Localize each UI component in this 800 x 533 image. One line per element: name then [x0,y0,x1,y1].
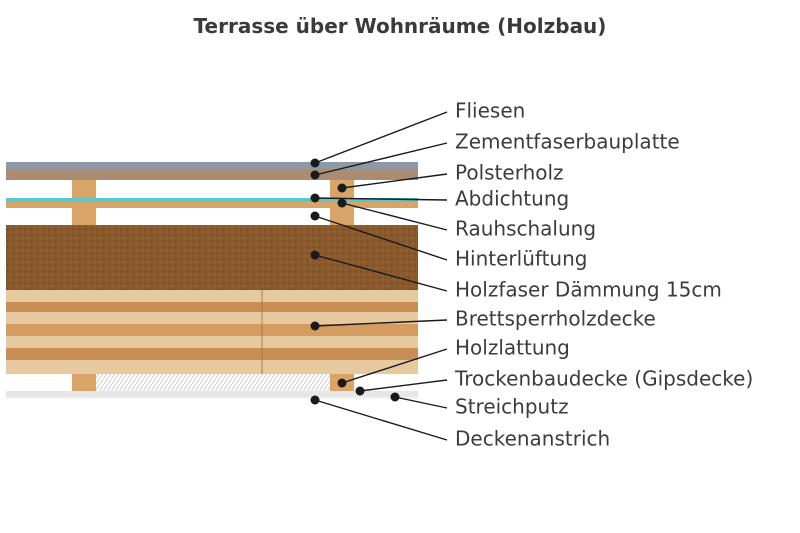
layer-wood-fiber-insulation [6,225,418,290]
leader-line [314,215,448,261]
callout-dot [310,211,320,221]
layer-membrane [6,198,418,202]
layer-label: Streichputz [455,395,569,419]
callout-dot [310,158,320,168]
callouts: FliesenZementfaserbauplattePolsterholzAb… [310,99,753,451]
layer-drywall-ceiling [6,391,418,397]
layer-clt-6 [6,348,418,360]
layer-label: Hinterlüftung [455,247,587,271]
layer-clt-4 [6,324,418,336]
layer-clt-7 [6,360,418,374]
callout-dot [310,170,320,180]
layer-vent-batten-right [330,208,354,225]
leader-line [314,197,448,201]
callout-dot [337,378,347,388]
layer-label: Trockenbaudecke (Gipsdecke) [454,367,753,391]
layer-plaster [6,397,418,399]
leader-line [341,348,448,384]
layer-label: Holzfaser Dämmung 15cm [455,278,722,302]
layer-clt-3 [6,312,418,324]
layer-clt-1 [6,290,418,302]
layer-cement-board [6,169,418,180]
layer-clt-5 [6,336,418,348]
callout-dot [310,250,320,260]
layer-lath-gap [96,374,330,391]
callout-dot [310,395,320,405]
callout-dot [337,198,347,208]
leader-line [341,202,448,231]
layer-label: Rauhschalung [455,217,596,241]
layer-clt-2 [6,302,418,312]
layer-label: Deckenanstrich [455,427,610,451]
callout-dot [390,392,400,402]
leader-line [394,396,448,409]
diagram-title: Terrasse über Wohnräume (Holzbau) [193,14,607,38]
layer-vent-batten-left [72,208,96,225]
leader-line [314,399,448,441]
leader-line [359,379,448,392]
layer-batten-left [72,180,96,198]
layer-label: Fliesen [455,99,525,123]
layer-label: Abdichtung [455,187,569,211]
layer-lath-left [72,374,96,391]
leader-line [314,142,448,176]
callout-dot [310,321,320,331]
callout-dot [337,183,347,193]
layer-rough-boarding [6,202,418,208]
layer-label: Brettsperrholzdecke [455,307,656,331]
leader-line [314,254,448,292]
leader-line [314,111,448,164]
layer-label: Polsterholz [455,161,564,185]
callout-dot [355,386,365,396]
leader-line [341,173,448,189]
layer-tiles [6,162,418,169]
callout-dot [310,193,320,203]
layer-label: Holzlattung [455,336,570,360]
layer-label: Zementfaserbauplatte [455,130,680,154]
leader-line [314,319,448,327]
